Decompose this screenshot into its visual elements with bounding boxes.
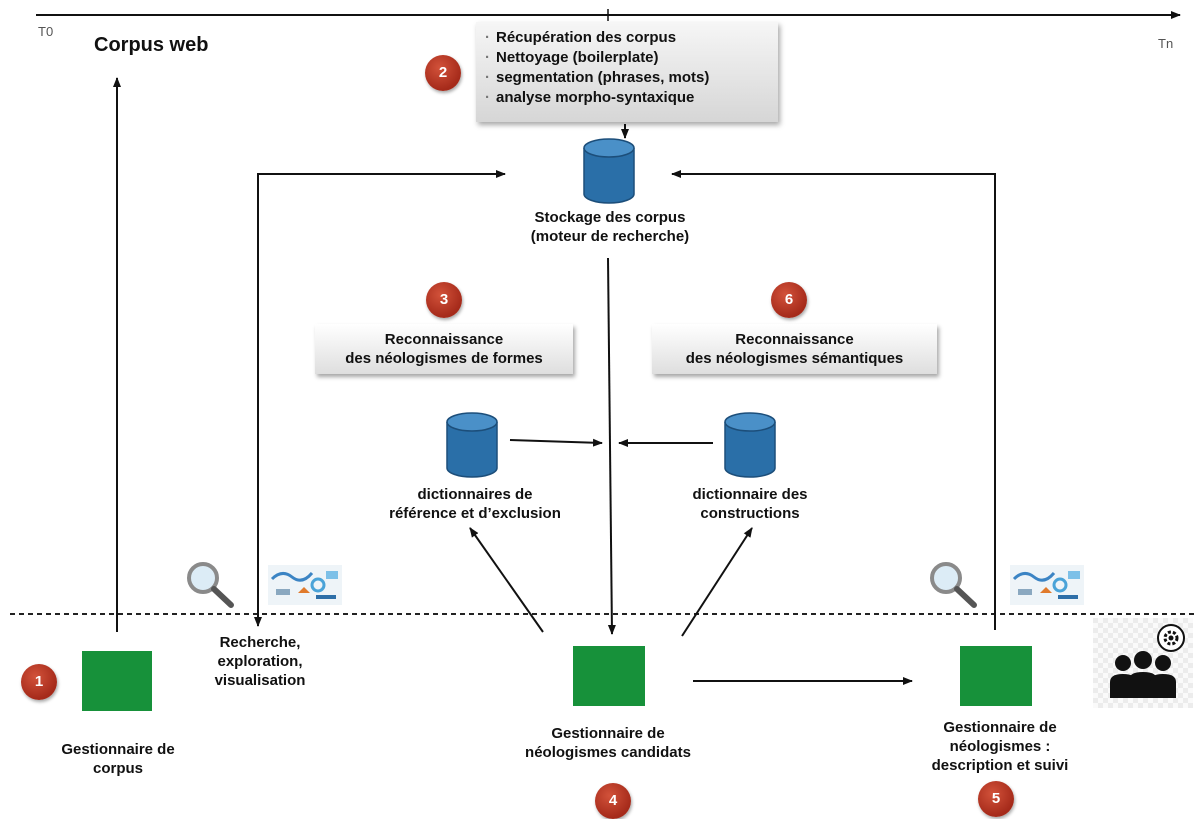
timeline-start-label: T0 bbox=[38, 24, 54, 39]
dict-constructions-line2: constructions bbox=[700, 505, 800, 522]
recognition-semantic-line2: des néologismes sémantiques bbox=[685, 350, 904, 367]
dict-reference-label: dictionnaires de référence et d’exclusio… bbox=[370, 485, 580, 523]
storage-label: Stockage des corpus (moteur de recherche… bbox=[490, 208, 730, 246]
preprocessing-steps-panel: Récupération des corpus Nettoyage (boile… bbox=[476, 22, 778, 122]
search-label: Recherche, exploration, visualisation bbox=[190, 633, 330, 690]
recognition-forms-line2: des néologismes de formes bbox=[345, 350, 543, 367]
database-icon bbox=[724, 412, 776, 478]
dashboard-icon bbox=[268, 565, 342, 605]
badge-6: 6 bbox=[771, 282, 807, 318]
corpus-manager-box[interactable] bbox=[82, 651, 152, 711]
arrow-storage-candidates bbox=[607, 257, 616, 635]
badge-2: 2 bbox=[425, 55, 461, 91]
storage-label-line2: (moteur de recherche) bbox=[530, 228, 690, 245]
database-icon bbox=[583, 138, 635, 204]
step-item: segmentation (phrases, mots) bbox=[485, 68, 768, 88]
recognition-forms-line1: Reconnaissance bbox=[384, 331, 504, 348]
neologisms-manager-line3: description et suivi bbox=[931, 757, 1069, 774]
timeline-end-label: Tn bbox=[1158, 36, 1174, 51]
dashboard-icon bbox=[1010, 565, 1084, 605]
neologisms-manager-line2: néologismes : bbox=[949, 738, 1051, 755]
dict-reference-line2: référence et d’exclusion bbox=[389, 505, 561, 522]
recognition-forms-panel: Reconnaissance des néologismes de formes bbox=[315, 324, 573, 374]
dict-constructions-label: dictionnaire des constructions bbox=[660, 485, 840, 523]
candidates-manager-line2: néologismes candidats bbox=[525, 744, 691, 761]
arrow-manager-storage bbox=[671, 170, 996, 630]
neologisms-manager-label: Gestionnaire de néologismes : descriptio… bbox=[910, 718, 1090, 775]
magnifier-icon bbox=[930, 562, 977, 608]
badge-1: 1 bbox=[21, 664, 57, 700]
database-icon bbox=[446, 412, 498, 478]
corpus-manager-label: Gestionnaire de corpus bbox=[42, 740, 194, 778]
corpus-web-title: Corpus web bbox=[94, 34, 209, 56]
corpus-manager-line1: Gestionnaire de bbox=[61, 741, 175, 758]
badge-3: 3 bbox=[426, 282, 462, 318]
recognition-semantic-panel: Reconnaissance des néologismes sémantiqu… bbox=[652, 324, 937, 374]
dict-reference-line1: dictionnaires de bbox=[417, 486, 533, 503]
neologisms-manager-line1: Gestionnaire de bbox=[943, 719, 1057, 736]
users-gear-icon bbox=[1093, 618, 1193, 708]
recognition-semantic-line1: Reconnaissance bbox=[735, 331, 854, 348]
candidates-manager-box[interactable] bbox=[573, 646, 645, 706]
step-item: Récupération des corpus bbox=[485, 28, 768, 48]
magnifier-icon bbox=[187, 562, 234, 608]
search-label-line2: exploration, bbox=[217, 653, 303, 670]
neologisms-manager-box[interactable] bbox=[960, 646, 1032, 706]
search-label-line3: visualisation bbox=[214, 672, 306, 689]
search-label-line1: Recherche, bbox=[219, 634, 301, 651]
candidates-manager-label: Gestionnaire de néologismes candidats bbox=[508, 724, 708, 762]
corpus-manager-line2: corpus bbox=[92, 760, 143, 777]
candidates-manager-line1: Gestionnaire de bbox=[551, 725, 665, 742]
badge-4: 4 bbox=[595, 783, 631, 819]
storage-label-line1: Stockage des corpus bbox=[534, 209, 686, 226]
badge-5: 5 bbox=[978, 781, 1014, 817]
dict-constructions-line1: dictionnaire des bbox=[692, 486, 808, 503]
step-item: Nettoyage (boilerplate) bbox=[485, 48, 768, 68]
step-item: analyse morpho-syntaxique bbox=[485, 88, 768, 108]
arrow-search-storage bbox=[257, 170, 506, 621]
